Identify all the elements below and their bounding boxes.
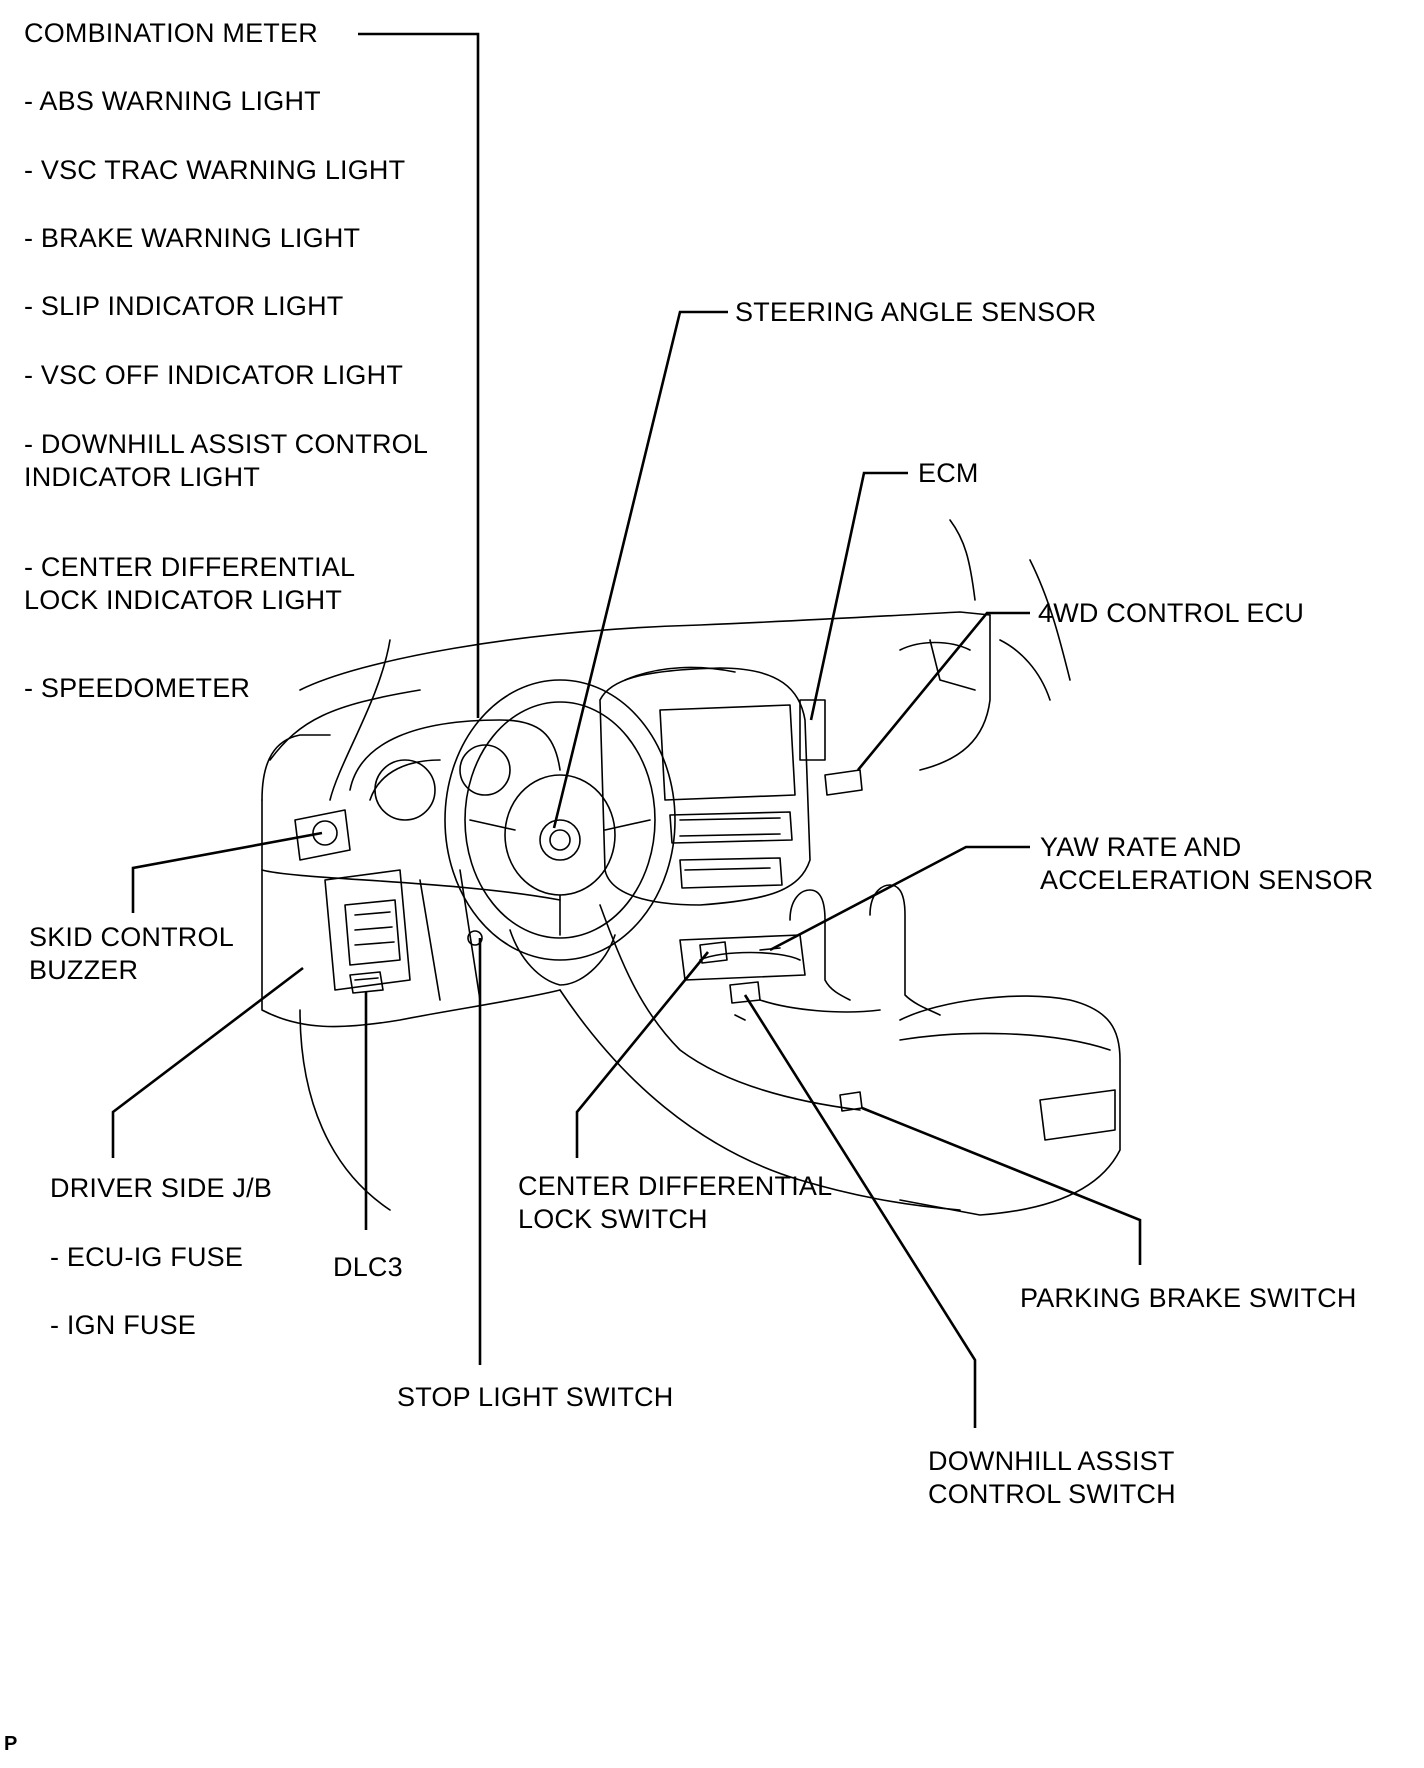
label-ign-fuse: - IGN FUSE: [50, 1310, 197, 1340]
leader-parking-brake: [861, 1106, 1142, 1265]
leader-combination-meter: [358, 32, 480, 718]
leader-skid-buzzer: [131, 831, 323, 913]
leader-driver-jb: [111, 966, 304, 1158]
label-vsc-off-indicator-light: - VSC OFF INDICATOR LIGHT: [24, 360, 404, 390]
label-ecm: ECM: [918, 458, 979, 488]
label-driver-side-jb: DRIVER SIDE J/B: [50, 1173, 273, 1203]
leader-yaw-rate: [769, 845, 1030, 952]
label-speedometer: - SPEEDOMETER: [24, 673, 251, 703]
label-steering-angle-sensor: STEERING ANGLE SENSOR: [735, 297, 1097, 327]
label-dlc3: DLC3: [333, 1252, 403, 1282]
label-skid-buzzer-line1: SKID CONTROL: [29, 922, 234, 952]
label-downhill-indicator-line2: INDICATOR LIGHT: [24, 462, 261, 492]
label-center-diff-switch-line1: CENTER DIFFERENTIAL: [518, 1171, 833, 1201]
leader-ecm: [809, 471, 908, 721]
label-center-diff-switch-line2: LOCK SWITCH: [518, 1204, 708, 1234]
label-downhill-indicator-line1: - DOWNHILL ASSIST CONTROL: [24, 429, 429, 459]
dashboard-drawing: [261, 519, 1121, 1216]
label-yaw-rate-line1: YAW RATE AND: [1040, 832, 1242, 862]
label-downhill-switch-line2: CONTROL SWITCH: [928, 1479, 1176, 1509]
label-abs-warning-light: - ABS WARNING LIGHT: [24, 86, 321, 116]
label-ecu-ig-fuse: - ECU-IG FUSE: [50, 1242, 244, 1272]
label-combination-meter: COMBINATION METER: [24, 18, 318, 48]
label-downhill-switch-line1: DOWNHILL ASSIST: [928, 1446, 1175, 1476]
leader-center-diff-switch: [575, 951, 710, 1158]
label-stop-light-switch: STOP LIGHT SWITCH: [397, 1382, 674, 1412]
leader-lines: [111, 32, 1142, 1428]
label-slip-indicator-light: - SLIP INDICATOR LIGHT: [24, 291, 344, 321]
label-parking-brake-switch: PARKING BRAKE SWITCH: [1020, 1283, 1357, 1313]
leader-steering-angle-sensor: [552, 310, 728, 829]
corner-mark: P: [4, 1733, 18, 1755]
label-center-diff-indicator-line1: - CENTER DIFFERENTIAL: [24, 552, 356, 582]
label-brake-warning-light: - BRAKE WARNING LIGHT: [24, 223, 361, 253]
leader-4wd-ecu: [856, 611, 1030, 771]
label-vsc-trac-warning-light: - VSC TRAC WARNING LIGHT: [24, 155, 406, 185]
label-4wd-control-ecu: 4WD CONTROL ECU: [1038, 598, 1305, 628]
label-center-diff-indicator-line2: LOCK INDICATOR LIGHT: [24, 585, 343, 615]
label-skid-buzzer-line2: BUZZER: [29, 955, 139, 985]
leader-downhill-switch: [743, 994, 977, 1428]
label-yaw-rate-line2: ACCELERATION SENSOR: [1040, 865, 1374, 895]
